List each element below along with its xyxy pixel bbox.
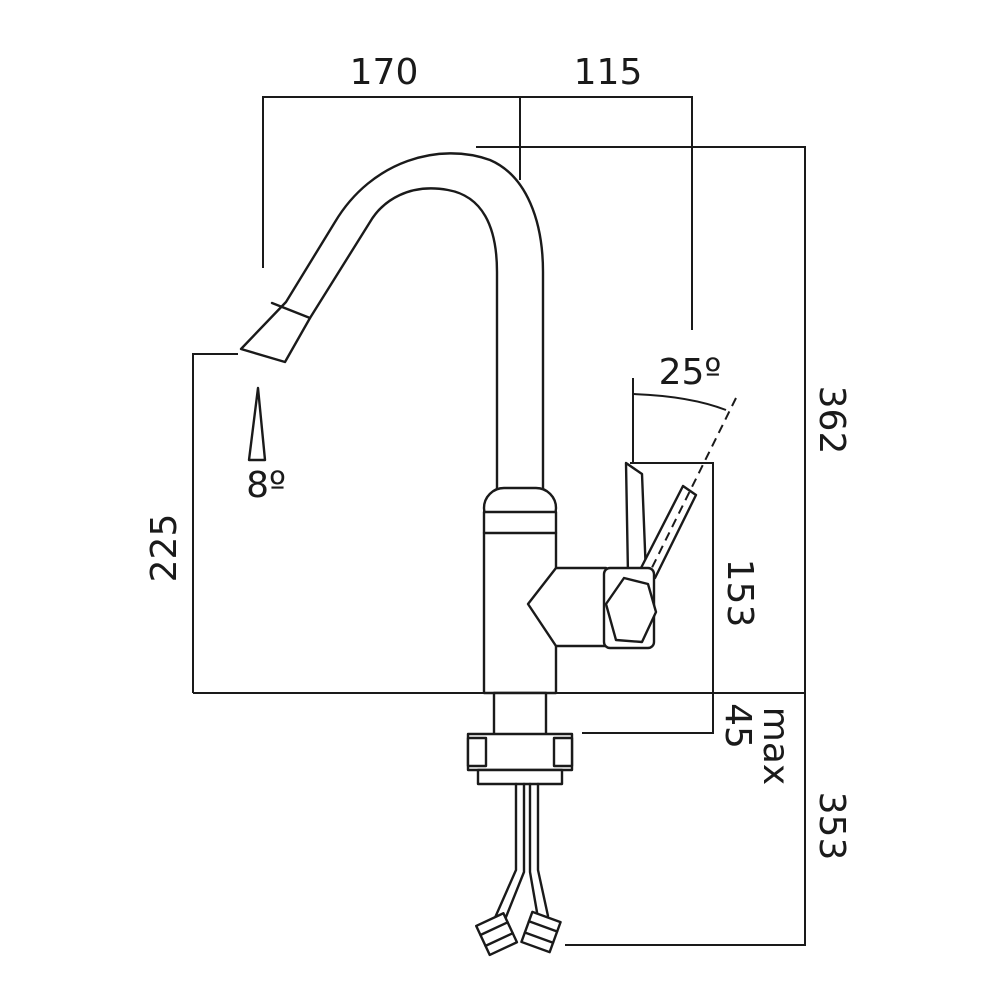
hose-fitting-right [520, 910, 562, 954]
fixing-nut-left [466, 736, 488, 768]
dimension-labels: 170 115 25º 8º 362 225 153 45 max 353 [144, 52, 852, 860]
tap-body [239, 152, 737, 957]
spout [239, 152, 545, 507]
spout-aerator-line [270, 301, 312, 320]
lever-handle [624, 461, 648, 577]
label-353: 353 [811, 792, 852, 861]
threaded-shank [492, 691, 548, 737]
label-max: max [755, 707, 796, 785]
dim-spout-height [192, 353, 238, 693]
label-170: 170 [350, 52, 419, 93]
handle-knob [604, 576, 658, 644]
hose-left-inner [502, 782, 526, 924]
lever-handle-swung [639, 484, 698, 580]
dim-overall-height [476, 146, 806, 693]
dim-below-deck [582, 693, 714, 734]
label-8-degree: 8º [246, 465, 286, 506]
label-362: 362 [811, 386, 852, 455]
label-25-degree: 25º [659, 352, 722, 393]
fixing-nut-right [552, 736, 574, 768]
hose-left [492, 782, 518, 922]
spout-angle-wedge [247, 386, 267, 462]
label-225: 225 [144, 514, 185, 583]
hose-fitting-left [475, 912, 519, 957]
handle-boss [526, 566, 608, 648]
hose-right [528, 782, 540, 920]
hose-right-inner [536, 782, 550, 918]
lever-angle-arc [632, 393, 727, 411]
label-45: 45 [717, 703, 758, 749]
dim-body-height [630, 462, 714, 693]
dim-hose-length [565, 693, 806, 946]
label-153: 153 [719, 559, 760, 628]
washer [476, 768, 564, 786]
dim-top-bracket [262, 96, 693, 330]
label-115: 115 [574, 52, 643, 93]
